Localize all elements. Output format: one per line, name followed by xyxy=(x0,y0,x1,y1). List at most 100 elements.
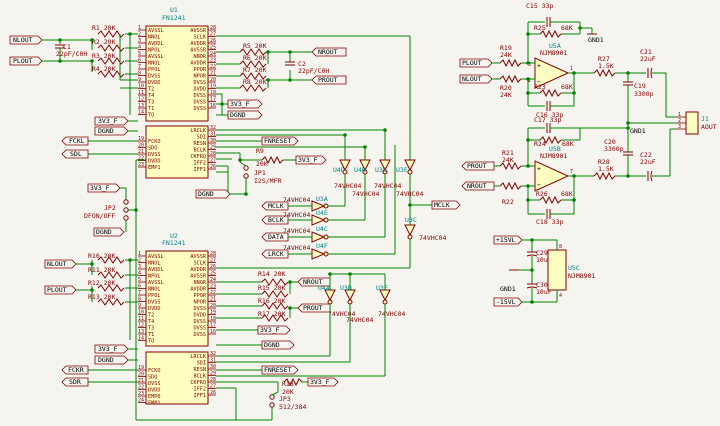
u2-cpin-r-num: 31 xyxy=(210,358,216,364)
u2-pin-l-name: DVDD xyxy=(148,306,161,312)
r19-ref: R19 xyxy=(500,44,512,52)
u2-pin-r-num: 20 xyxy=(210,303,216,309)
u5c-ref: U5C xyxy=(568,264,580,272)
r16-label: R16 20K xyxy=(258,297,285,305)
u1-pin-r-name: SCLK xyxy=(194,35,207,41)
u1-pin-l-name: AVSSL xyxy=(148,54,164,60)
nlout-label-3: NLOUT xyxy=(462,75,482,83)
resistor xyxy=(239,48,267,56)
inv-val-3: 74VHC04 xyxy=(283,227,310,235)
r13-label: R13 20K xyxy=(88,293,115,301)
opamp-bottom-network: PROUT NROUT R21 24K R22 C17 33p R24 68K … xyxy=(461,116,676,226)
u5b-value: NJM8901 xyxy=(540,152,567,160)
u2-pin-l-num: 14 xyxy=(138,336,144,342)
jp2-jumper[interactable]: 3V3_F JP2 DFON/OFF DGND xyxy=(84,159,146,388)
u1-pin-r-name: DVSS xyxy=(194,93,207,99)
junction-dot xyxy=(626,174,630,178)
u1-pin-l-name: AVDDL xyxy=(148,41,164,47)
u2-pin-l-name: AVSSL xyxy=(148,254,164,260)
r4-label: R4 20K xyxy=(92,65,116,73)
u2-pin-r-num: 16 xyxy=(210,329,216,335)
u2-pin-r-name: SCLK xyxy=(194,261,207,267)
u1-pin-l-name: TO xyxy=(148,113,154,119)
u1-cpin-r-num: 30 xyxy=(210,138,216,144)
u5a-pin2: 2 xyxy=(528,78,531,84)
jp1-value: I2S/MFR xyxy=(254,177,281,185)
c2-value: 22pF/C0H xyxy=(298,67,329,75)
u2-cpin-r-name: LRCLK xyxy=(190,354,206,360)
bclk-label: BCLK xyxy=(268,216,284,224)
junction-dot xyxy=(526,198,530,202)
u1-pin-l-name: AVSSL xyxy=(148,28,164,34)
u3a-ref: U3A xyxy=(316,195,328,203)
u1-cpin-r-num: 28 xyxy=(210,151,216,157)
resistor xyxy=(97,271,125,279)
c30-ref: C30 xyxy=(536,281,548,289)
ic-u2[interactable]: U2 FN1241 AVSSL1NNOL2AVDDL3NPOL4AVSSL5NN… xyxy=(138,232,216,407)
u1-cpin-r-name: SDI xyxy=(197,135,206,141)
u1-pin-r-name: DVSS xyxy=(194,80,207,86)
junction-dot xyxy=(626,71,630,75)
u2-pin-l-name: NPOL xyxy=(148,274,161,280)
r17-label: R17 20K xyxy=(258,310,285,318)
gnd1-label-a: GND1 xyxy=(588,36,604,44)
r28-value: 1.5K xyxy=(598,165,614,173)
u1-cpin-l-num: 20 xyxy=(138,143,144,149)
opamp-u5b[interactable]: + − U5B NJM8901 7 xyxy=(534,145,573,192)
u1-pin-r-name: AVDDR xyxy=(190,61,206,67)
u2-pin-r-name: AVDDR xyxy=(190,267,206,273)
inverter-bubble xyxy=(382,299,388,305)
inv-val-6: 74VHC04 xyxy=(346,316,373,324)
dgnd-label-3: DGND xyxy=(198,190,214,198)
u2-pin-r-num: 28 xyxy=(210,251,216,257)
inverter-bubble xyxy=(327,299,333,305)
junction-dot xyxy=(128,258,132,262)
resistor xyxy=(261,314,289,322)
plout-label-1: PLOUT xyxy=(13,57,33,65)
u1-cpin-r-name: RESN xyxy=(194,141,207,147)
u1-pin-r-num: 18 xyxy=(210,90,216,96)
u2-pin-l-name: T3 xyxy=(148,326,154,332)
j1-value: AOUT xyxy=(701,123,717,131)
inverter-bubble xyxy=(323,203,329,209)
ic-u1[interactable]: U1 FN1241 AVSSL1NNOL2AVDDL3NPOL4AVSSL5NN… xyxy=(138,6,216,179)
mclk2-label: MCLK xyxy=(268,202,284,210)
connector-j1[interactable]: 1 2 3 J1 AOUT xyxy=(676,111,717,135)
u1-pin-l-name: NPOL xyxy=(148,48,161,54)
u1-cpin-l-name: SDO xyxy=(148,146,157,152)
opamp-u5a[interactable]: + − U5A NJM8901 3 2 1 xyxy=(528,42,573,89)
u2-cpin-r-num: 32 xyxy=(210,351,216,357)
junction-dot xyxy=(363,145,367,149)
u1-pin-r-name: AVDDR xyxy=(190,41,206,47)
junction-dot xyxy=(90,59,94,63)
junction-dot xyxy=(220,102,224,106)
u1-pin-l-num: 13 xyxy=(138,103,144,109)
c15-label: C15 33p xyxy=(526,2,553,10)
u1-cpin-l-num: 19 xyxy=(138,136,144,142)
u1-pin-l-num: 2 xyxy=(138,32,141,38)
u1-pin-r-num: 27 xyxy=(210,32,216,38)
u3b-val: 74VHC04 xyxy=(374,182,401,190)
u1-pin-r-name: DVSS xyxy=(194,106,207,112)
u2-cpin-r-name: IFF2 xyxy=(194,387,207,393)
resistor xyxy=(261,290,289,298)
u1-pin-r-name: PPOR xyxy=(194,67,207,73)
u1-pin-l-name: T1 xyxy=(148,106,154,112)
u4c-ref: U4C xyxy=(316,225,328,233)
u1-pin-r-num: 21 xyxy=(210,71,216,77)
resistor xyxy=(261,278,289,286)
inverter-row-1 xyxy=(339,159,416,250)
fnreset-label-1: FNRESET xyxy=(264,137,291,145)
r15-label: R15 20K xyxy=(258,284,285,292)
jp2-value: DFON/OFF xyxy=(84,212,115,220)
u1-pin-l-name: DVSS xyxy=(148,74,161,80)
junction-dot xyxy=(530,300,534,304)
u2-cpin-r-num: 29 xyxy=(210,371,216,377)
u2-pin-l-name: T1 xyxy=(148,332,154,338)
c18-label: C18 33p xyxy=(536,218,563,226)
r7-label: R7 20K xyxy=(243,66,267,74)
nlout-label-1: NLOUT xyxy=(13,36,33,44)
junction-dot xyxy=(572,91,576,95)
lrck-label: LRCK xyxy=(268,250,284,258)
u2-cpin-r-num: 28 xyxy=(210,377,216,383)
